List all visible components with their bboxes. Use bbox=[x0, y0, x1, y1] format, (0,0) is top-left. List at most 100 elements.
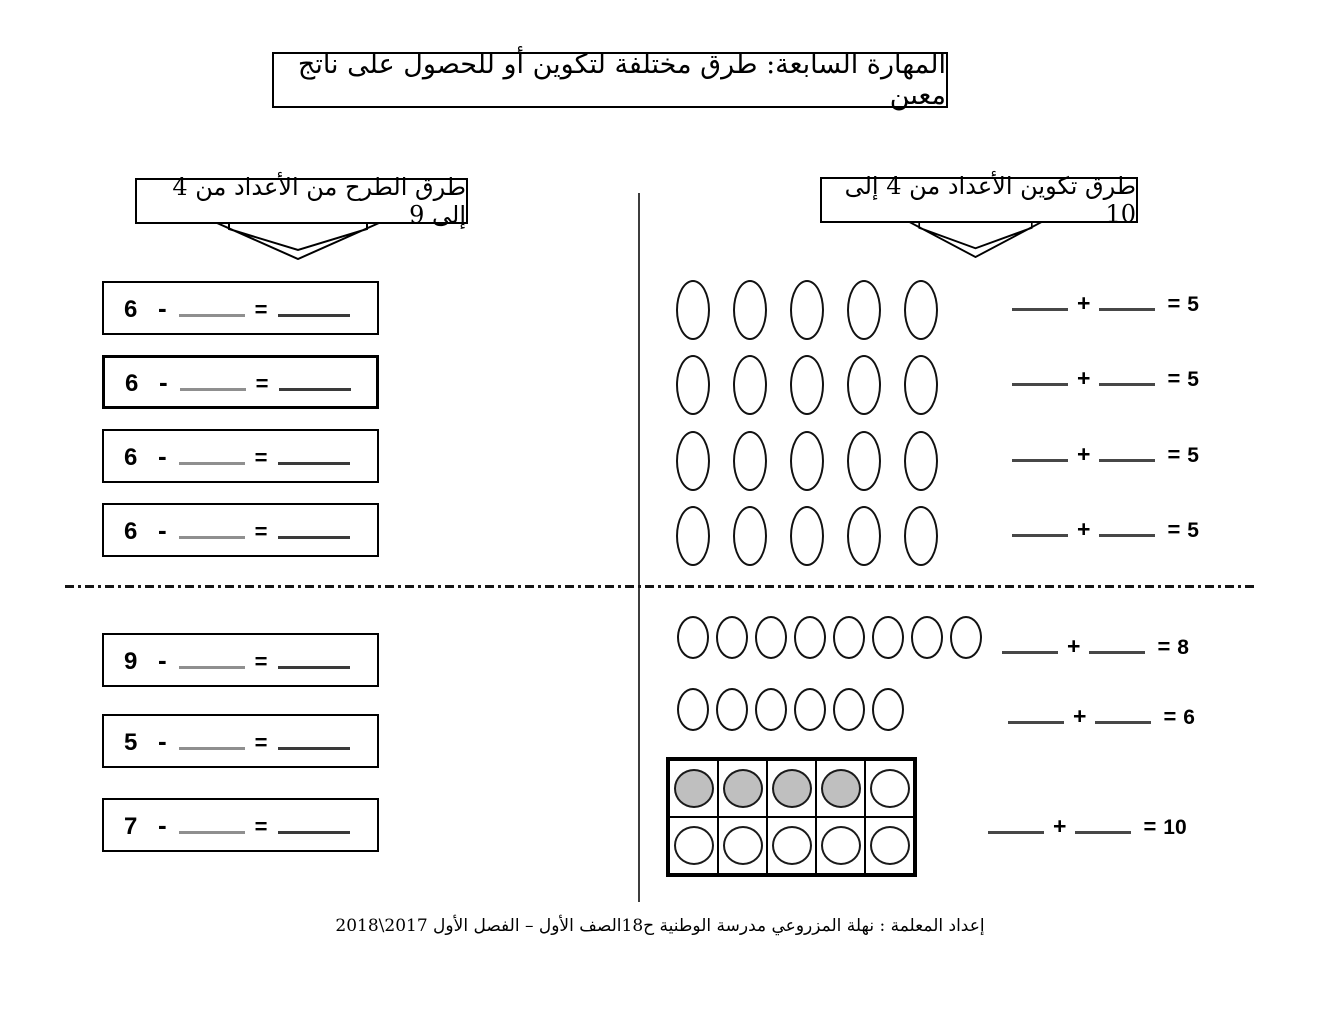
addend-blank bbox=[1099, 308, 1156, 311]
equals-sign: = bbox=[254, 296, 268, 322]
addend-blank bbox=[1099, 383, 1156, 386]
addend-blank bbox=[1075, 831, 1132, 834]
subtraction-equation: 6 - = bbox=[124, 293, 350, 324]
subtraction-equation: 5 - = bbox=[124, 726, 350, 757]
minuend: 7 bbox=[124, 812, 138, 840]
counter-oval bbox=[716, 616, 748, 659]
addend-blank bbox=[1012, 308, 1068, 311]
difference-blank bbox=[277, 665, 350, 669]
footer-credit: إعداد المعلمة : نهلة المزروعي مدرسة الوط… bbox=[335, 916, 985, 936]
difference-blank bbox=[277, 746, 350, 750]
equals-sign: = bbox=[1143, 814, 1157, 839]
shaded-counter-circle bbox=[771, 769, 812, 808]
counter-oval bbox=[833, 688, 865, 731]
sum-value: 8 bbox=[1177, 636, 1189, 659]
counter-oval bbox=[911, 616, 943, 659]
subtrahend-blank bbox=[178, 830, 245, 834]
addend-blank bbox=[1002, 651, 1058, 654]
counter-row-of-5 bbox=[676, 431, 961, 491]
counter-oval bbox=[904, 280, 938, 340]
equals-sign: = bbox=[1167, 442, 1181, 467]
difference-blank bbox=[277, 830, 350, 834]
difference-blank bbox=[277, 535, 350, 539]
subtraction-problem-box: 6 - = bbox=[102, 355, 379, 409]
counter-row-of-6 bbox=[677, 688, 911, 731]
equals-sign: = bbox=[1167, 517, 1181, 542]
minuend: 5 bbox=[124, 728, 138, 756]
counter-row-of-5 bbox=[676, 506, 961, 566]
composition-heading: طرق تكوين الأعداد من 4 إلى 10 bbox=[844, 172, 1136, 228]
subtraction-problem-box: 9 - = bbox=[102, 633, 379, 687]
subtraction-equation: 9 - = bbox=[124, 645, 350, 676]
counter-oval bbox=[755, 688, 787, 731]
addend-blank bbox=[1008, 721, 1064, 724]
dash-dot-divider bbox=[65, 585, 1255, 588]
plus-sign: + bbox=[1073, 703, 1087, 729]
addend-blank bbox=[1099, 459, 1156, 462]
counter-row-of-5 bbox=[676, 355, 961, 415]
addend-blank bbox=[1012, 459, 1068, 462]
equals-sign: = bbox=[254, 813, 268, 839]
empty-counter-circle bbox=[869, 769, 910, 808]
counter-oval bbox=[872, 616, 904, 659]
counter-oval bbox=[872, 688, 904, 731]
counter-oval bbox=[676, 355, 710, 415]
minuend: 6 bbox=[124, 517, 138, 545]
addition-equation: + = 5 bbox=[1012, 441, 1199, 468]
equals-sign: = bbox=[1157, 634, 1171, 659]
counter-oval bbox=[676, 431, 710, 491]
minus-sign: - bbox=[158, 514, 167, 545]
subtraction-heading: طرق الطرح من الأعداد من 4 إلى 9 bbox=[172, 173, 466, 229]
ten-frame-cell bbox=[669, 817, 718, 874]
subtraction-problem-box: 6 - = bbox=[102, 429, 379, 483]
counter-oval bbox=[790, 280, 824, 340]
plus-sign: + bbox=[1077, 441, 1091, 467]
counter-oval bbox=[790, 355, 824, 415]
subtraction-heading-box: طرق الطرح من الأعداد من 4 إلى 9 bbox=[135, 173, 468, 229]
minus-sign: - bbox=[158, 644, 167, 675]
worksheet-title-box: المهارة السابعة: طرق مختلفة لتكوين أو لل… bbox=[272, 49, 948, 111]
addend-blank bbox=[1012, 534, 1068, 537]
addition-equation: + = 5 bbox=[1012, 516, 1199, 543]
addition-equation: + = 6 bbox=[1008, 703, 1195, 730]
ten-frame-cell bbox=[718, 817, 767, 874]
counter-oval bbox=[733, 506, 767, 566]
counter-oval bbox=[790, 431, 824, 491]
subtrahend-blank bbox=[178, 535, 245, 539]
ten-frame bbox=[666, 757, 917, 877]
ten-frame-cell bbox=[816, 760, 865, 817]
sum-value: 5 bbox=[1187, 444, 1199, 467]
plus-sign: + bbox=[1067, 633, 1081, 659]
equals-sign: = bbox=[254, 518, 268, 544]
counter-oval bbox=[794, 616, 826, 659]
counter-oval bbox=[733, 355, 767, 415]
counter-oval bbox=[950, 616, 982, 659]
sum-value: 5 bbox=[1187, 368, 1199, 391]
counter-oval bbox=[716, 688, 748, 731]
counter-oval bbox=[794, 688, 826, 731]
addend-blank bbox=[1095, 721, 1152, 724]
sum-value: 5 bbox=[1187, 519, 1199, 542]
shaded-counter-circle bbox=[722, 769, 763, 808]
plus-sign: + bbox=[1053, 813, 1067, 839]
counter-oval bbox=[847, 506, 881, 566]
subtrahend-blank bbox=[179, 387, 246, 391]
subtrahend-blank bbox=[178, 746, 245, 750]
equals-sign: = bbox=[1163, 704, 1177, 729]
counter-oval bbox=[833, 616, 865, 659]
minuend: 6 bbox=[125, 369, 139, 397]
counter-oval bbox=[847, 431, 881, 491]
addition-equation: + = 10 bbox=[988, 813, 1187, 840]
subtraction-problem-box: 5 - = bbox=[102, 714, 379, 768]
minus-sign: - bbox=[158, 725, 167, 756]
counter-row-of-8 bbox=[677, 616, 989, 659]
subtraction-problem-box: 7 - = bbox=[102, 798, 379, 852]
counter-oval bbox=[847, 355, 881, 415]
subtraction-equation: 6 - = bbox=[124, 441, 350, 472]
minuend: 9 bbox=[124, 647, 138, 675]
counter-oval bbox=[677, 688, 709, 731]
equals-sign: = bbox=[254, 729, 268, 755]
ten-frame-cell bbox=[816, 817, 865, 874]
sum-value: 5 bbox=[1187, 293, 1199, 316]
